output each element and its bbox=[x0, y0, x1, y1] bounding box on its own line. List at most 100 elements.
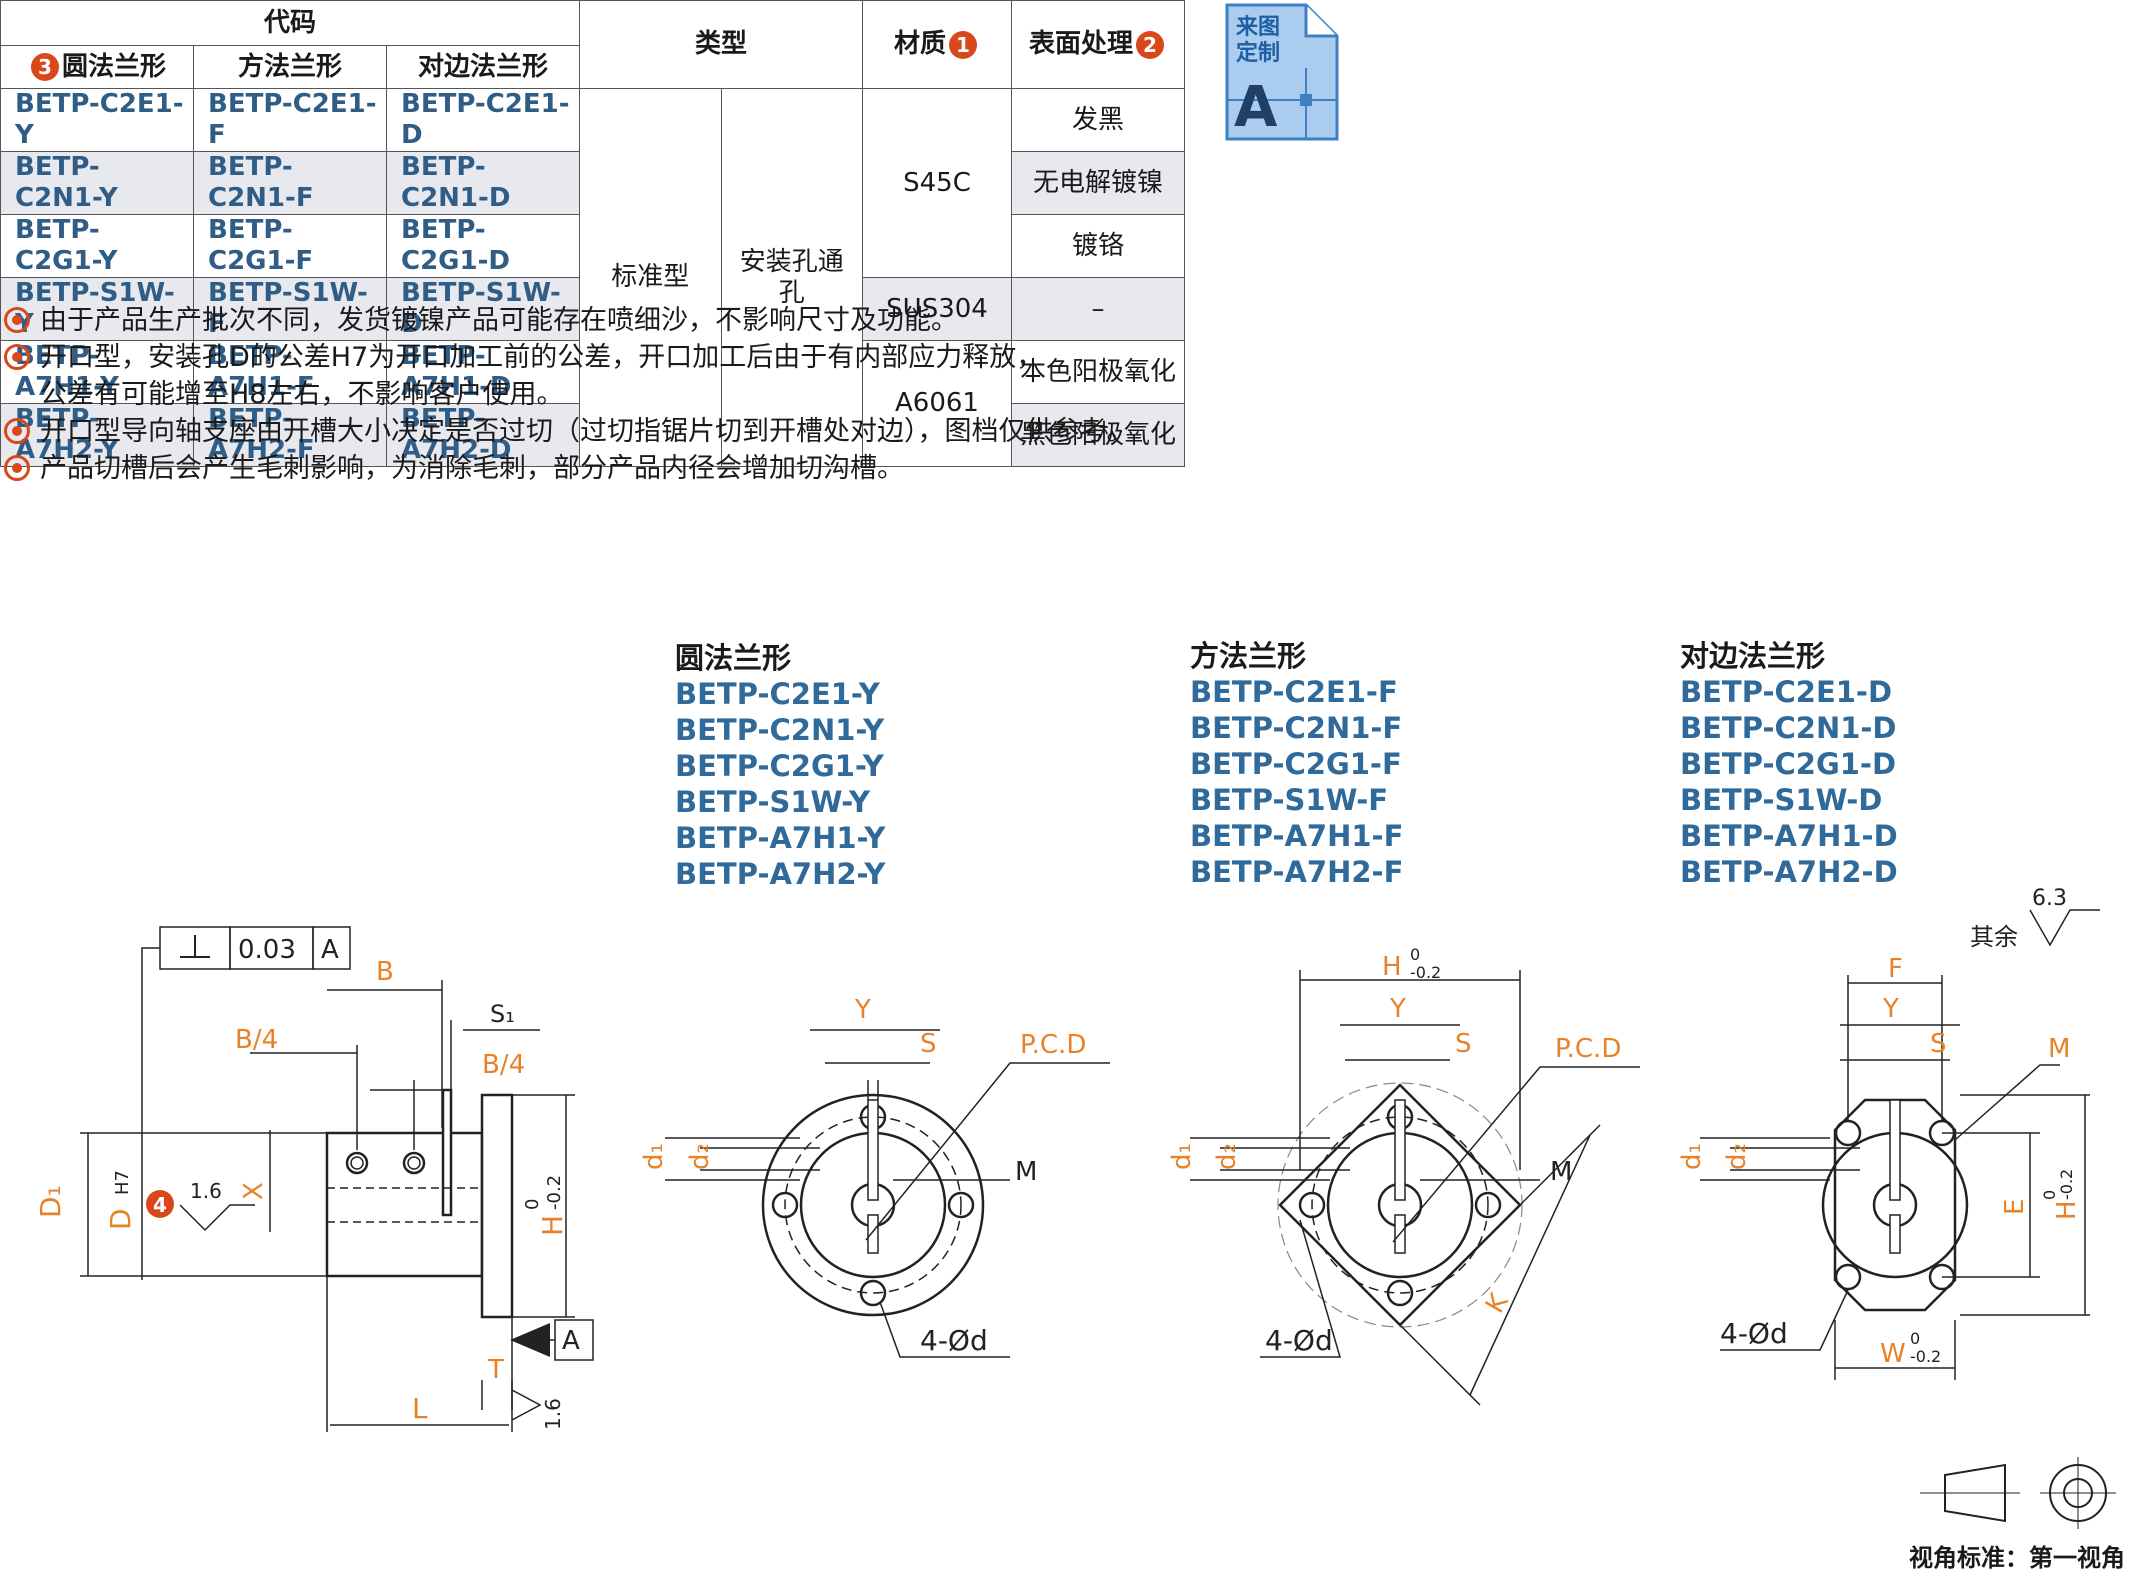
dim-S-opp: S bbox=[1930, 1029, 1947, 1059]
bullet-icon bbox=[4, 344, 30, 370]
dim-PCD-square: P.C.D bbox=[1555, 1034, 1621, 1064]
dim-M-square: M bbox=[1550, 1157, 1572, 1187]
surface-cell: 镀铬 bbox=[1011, 214, 1185, 278]
badge-1: 1 bbox=[949, 30, 977, 59]
badge-3: 3 bbox=[30, 53, 59, 81]
dim-H: H bbox=[536, 1215, 569, 1236]
code-cell: BETP-C2N1-Y bbox=[0, 151, 194, 215]
dim-B4-right: B/4 bbox=[482, 1050, 525, 1080]
dim-d2-opp: d₂ bbox=[1722, 1143, 1752, 1170]
surface-cell: 黑色阳极氧化 bbox=[1011, 403, 1185, 467]
round-flange-view bbox=[761, 1093, 985, 1317]
dim-S1: S₁ bbox=[490, 1000, 515, 1028]
side-dimensions: 0.03 A B S₁ B/4 B/4 D₁ D H7 4 1.6 X H 0 … bbox=[34, 926, 594, 1432]
dim-F: F bbox=[1888, 954, 1903, 984]
dim-H-zero: 0 bbox=[522, 1199, 543, 1210]
dim-PCD-round: P.C.D bbox=[1020, 1030, 1086, 1060]
dim-B: B bbox=[376, 957, 394, 987]
code-cell: BETP-C2E1-F bbox=[193, 88, 387, 152]
view-standard: 视角标准：第一视角 bbox=[1909, 1544, 2125, 1572]
dim-DH7: D bbox=[104, 1208, 137, 1230]
rough-1-6: 1.6 bbox=[190, 1179, 222, 1203]
header-code: 代码 bbox=[0, 0, 580, 46]
surface-cell: 无电解镀镍 bbox=[1011, 151, 1185, 215]
dim-X: X bbox=[239, 1182, 269, 1200]
custom-line1: 来图 bbox=[1235, 15, 1280, 40]
dim-S-round: S bbox=[920, 1029, 937, 1059]
note-item: 开口型导向轴支座由开槽大小决定是否过切（过切指锯片切到开槽处对边），图档仅供参考… bbox=[0, 413, 1134, 450]
code-cell: BETP-C2N1-D bbox=[386, 151, 580, 215]
dim-W-zero: 0 bbox=[1910, 1329, 1920, 1348]
dim-4d-opp: 4-Ød bbox=[1720, 1317, 1788, 1350]
opposite-flange-dims: F Y S M d₁ d₂ E H 0 -0.2 W 0 -0.2 4-Ød 其… bbox=[1677, 886, 2100, 1380]
datum-A: A bbox=[562, 1326, 580, 1356]
material-s45c: S45C bbox=[862, 88, 1012, 278]
custom-order-badge-icon: 来图 定制 A bbox=[1225, 3, 1339, 141]
header-type: 类型 bbox=[579, 0, 863, 89]
dim-4d-square: 4-Ød bbox=[1265, 1324, 1333, 1357]
square-flange-view bbox=[1277, 1082, 1523, 1328]
bullet-icon bbox=[4, 455, 30, 481]
dim-d2-round: d₂ bbox=[685, 1143, 715, 1170]
dim-d1-square: d₁ bbox=[1167, 1143, 1197, 1170]
note-item: 产品切槽后会产生毛刺影响，为消除毛刺，部分产品内径会增加切沟槽。 bbox=[0, 450, 1134, 487]
tol-value: 0.03 bbox=[238, 935, 296, 965]
dim-d1-opp: d₁ bbox=[1677, 1143, 1707, 1170]
code-cell: BETP-A7H2-F bbox=[193, 403, 387, 467]
dim-H-square-tol: -0.2 bbox=[1410, 963, 1441, 982]
code-cell: BETP-C2G1-F bbox=[193, 214, 387, 278]
code-cell: BETP-C2G1-Y bbox=[0, 214, 194, 278]
dim-d1-round: d₁ bbox=[639, 1143, 669, 1170]
surface-cell: 本色阳极氧化 bbox=[1011, 340, 1185, 404]
type-through-hole: 安装孔通孔 bbox=[720, 88, 863, 467]
code-cell: BETP-S1W-F bbox=[193, 277, 387, 341]
dim-M-opp: M bbox=[2048, 1034, 2070, 1064]
note-item: 由于产品生产批次不同，发货镀镍产品可能存在喷细沙，不影响尺寸及功能。 bbox=[0, 302, 1134, 339]
dim-H-opp-zero: 0 bbox=[2040, 1190, 2059, 1200]
dim-M-round: M bbox=[1015, 1157, 1037, 1187]
dim-H-square-zero: 0 bbox=[1410, 945, 1420, 964]
dim-B4-left: B/4 bbox=[235, 1025, 278, 1055]
custom-line2: 定制 bbox=[1236, 40, 1280, 66]
type-standard: 标准型 bbox=[579, 88, 722, 467]
dim-D1: D₁ bbox=[34, 1185, 67, 1218]
code-cell: BETP-A7H2-Y bbox=[0, 403, 194, 467]
notes-list: 由于产品生产批次不同，发货镀镍产品可能存在喷细沙，不影响尺寸及功能。 开口型，安… bbox=[0, 302, 1134, 487]
dim-L: L bbox=[412, 1392, 428, 1425]
bullet-icon bbox=[4, 418, 30, 444]
dim-W-tol: -0.2 bbox=[1910, 1347, 1941, 1366]
rough-6-3: 6.3 bbox=[2032, 886, 2067, 911]
first-angle-projection-icon bbox=[1920, 1457, 2116, 1529]
surface-cell: 发黑 bbox=[1011, 88, 1185, 152]
code-cell: BETP-A7H1-D bbox=[386, 340, 580, 404]
code-cell: BETP-A7H1-F bbox=[193, 340, 387, 404]
side-view bbox=[325, 1088, 514, 1319]
note-item: 开口型，安装孔D的公差H7为开口加工前的公差，开口加工后由于有内部应力释放， bbox=[0, 339, 1134, 376]
opposite-flange-view bbox=[1821, 1095, 1969, 1315]
dim-K: K bbox=[1480, 1288, 1515, 1319]
code-cell: BETP-A7H2-D bbox=[386, 403, 580, 467]
dim-d2-square: d₂ bbox=[1212, 1143, 1242, 1170]
col-opposite: 对边法兰形 bbox=[386, 45, 580, 89]
custom-letter: A bbox=[1234, 75, 1278, 140]
dim-Y-opp: Y bbox=[1882, 994, 1899, 1024]
dim-H-square: H bbox=[1382, 952, 1402, 982]
other-label: 其余 bbox=[1970, 923, 2018, 951]
dim-H-opp-tol: -0.2 bbox=[2057, 1169, 2076, 1200]
dim-S-square: S bbox=[1455, 1029, 1472, 1059]
tol-datum: A bbox=[321, 935, 339, 965]
material-sus304: SUS304 bbox=[862, 277, 1012, 341]
dim-E: E bbox=[2000, 1199, 2030, 1215]
badge-4: 4 bbox=[153, 1193, 167, 1217]
note-item: 公差有可能增至H8左右，不影响客户使用。 bbox=[40, 379, 564, 410]
code-cell: BETP-A7H1-Y bbox=[0, 340, 194, 404]
dim-H-tol: -0.2 bbox=[544, 1175, 565, 1210]
dim-W: W bbox=[1880, 1339, 1906, 1369]
bullet-icon bbox=[4, 307, 30, 333]
